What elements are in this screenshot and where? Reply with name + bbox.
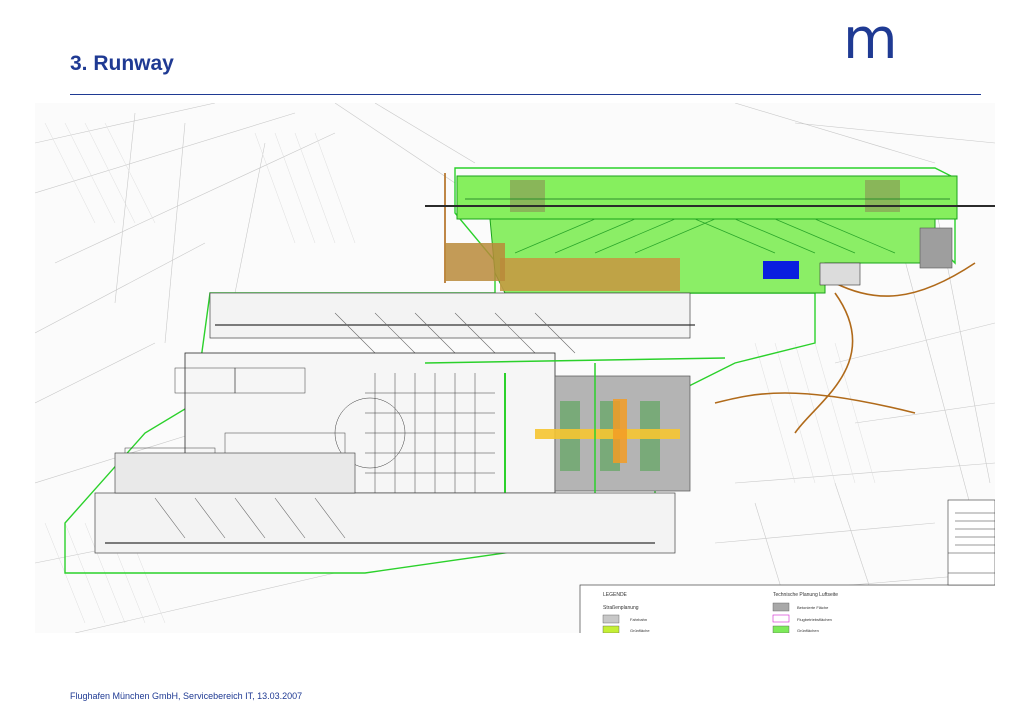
legend-left-item-1: Fahrbahn (630, 617, 647, 622)
slide-title: 3. Runway (70, 52, 174, 75)
company-logo: m (843, 7, 898, 72)
slide-footer: Flughafen München GmbH, Servicebereich I… (70, 691, 303, 701)
legend-left-item-2: Grünfläche (630, 628, 650, 633)
brown-apron-zone (500, 258, 680, 291)
legend-right-group: Technische Planung Luftseite (773, 592, 838, 598)
legend-right-item-2: Flugbetriebsflächen (797, 617, 832, 622)
legend-left-group: Straßenplanung (603, 605, 639, 611)
airport-site-plan: LEGENDE Straßenplanung Fahrbahn Grünfläc… (35, 103, 995, 633)
map-background-lines (35, 103, 995, 633)
legend-right-item-1: Betonierte Fläche (797, 605, 829, 610)
title-divider (70, 94, 981, 95)
plan-title-block (947, 499, 995, 586)
plan-legend: LEGENDE Straßenplanung Fahrbahn Grünfläc… (579, 584, 995, 633)
satellite-highlight (535, 429, 680, 439)
legend-right-item-3: Grünflächen (797, 628, 819, 633)
legend-heading: LEGENDE (603, 592, 628, 598)
blue-building (763, 261, 799, 279)
